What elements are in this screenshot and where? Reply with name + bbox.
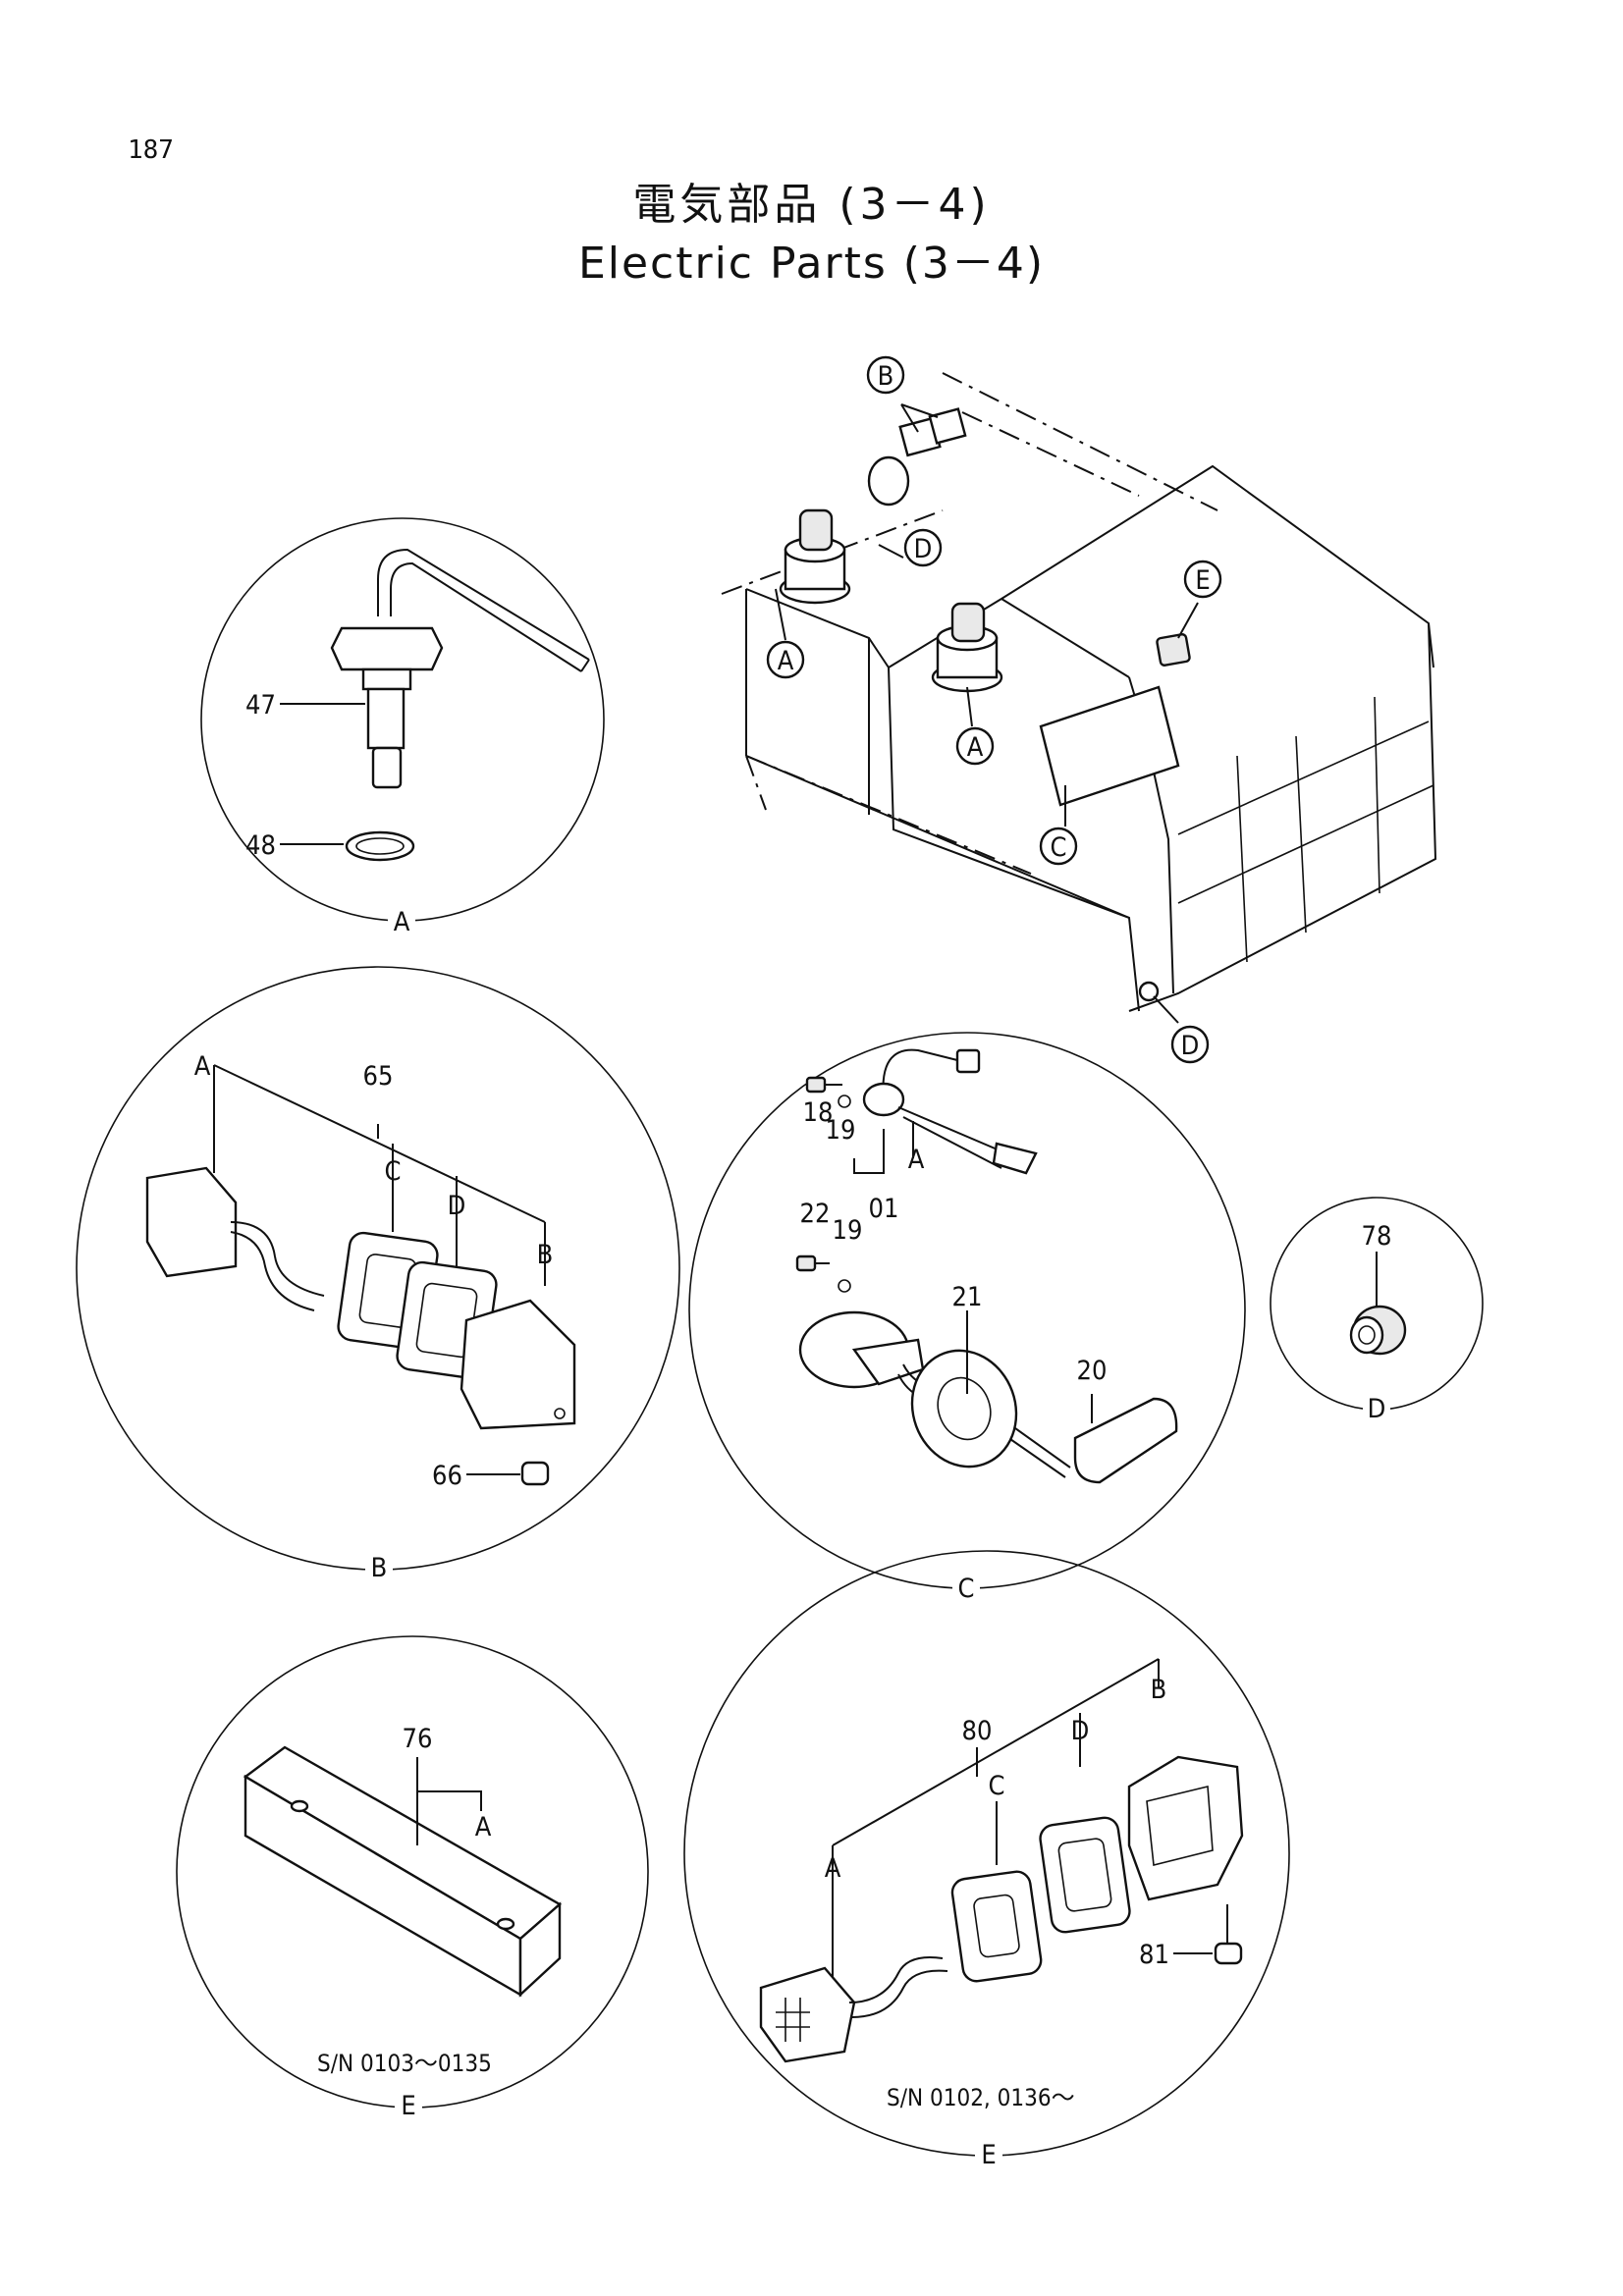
svg-text:A: A xyxy=(967,732,984,763)
callout-b-main: B xyxy=(866,355,905,395)
detail-c-label: C xyxy=(958,1574,975,1604)
detail-e-right-label: E xyxy=(981,2140,996,2170)
detail-e-right-sub-c: C xyxy=(989,1771,1005,1801)
detail-e-right-sub-b: B xyxy=(1151,1675,1167,1705)
detail-a: 47 48 A xyxy=(200,517,605,937)
detail-e-left-label: E xyxy=(401,2091,415,2121)
serial-note-right: S/N 0102, 0136～ xyxy=(887,2084,1075,2111)
svg-text:C: C xyxy=(1051,832,1067,863)
part-78: 78 xyxy=(1362,1221,1392,1252)
part-76: 76 xyxy=(403,1724,433,1754)
callout-d-main-lower: D xyxy=(1170,1025,1210,1064)
detail-b-sub-d: D xyxy=(448,1191,466,1221)
part-18: 18 xyxy=(803,1097,834,1128)
svg-text:D: D xyxy=(914,534,933,564)
part-66: 66 xyxy=(432,1461,462,1491)
part-19-upper: 19 xyxy=(826,1115,856,1146)
page-number: 187 xyxy=(128,135,174,165)
part-47: 47 xyxy=(245,690,276,721)
svg-text:B: B xyxy=(878,361,894,392)
detail-b-label: B xyxy=(371,1553,388,1583)
callout-d-main-upper: D xyxy=(903,528,943,567)
detail-e-left-sub-a: A xyxy=(475,1812,492,1842)
callout-a-main-right: A xyxy=(955,726,995,766)
svg-text:D: D xyxy=(1181,1031,1200,1061)
detail-d-label: D xyxy=(1368,1394,1386,1424)
detail-b-sub-b: B xyxy=(537,1240,554,1270)
main-machine-view xyxy=(721,372,1437,1024)
detail-e-right-sub-d: D xyxy=(1071,1716,1090,1746)
callout-c-main: C xyxy=(1039,827,1078,866)
part-21: 21 xyxy=(952,1282,983,1312)
detail-b-sub-c: C xyxy=(385,1156,402,1187)
detail-c: 18 19 01 A 22 19 21 20 C xyxy=(688,1032,1246,1604)
detail-b-sub-a: A xyxy=(194,1051,211,1082)
page-title-english: Electric Parts (3－4) xyxy=(577,239,1046,289)
serial-note-left: S/N 0103～0135 xyxy=(317,2050,492,2077)
detail-b: A 65 C D B 66 B xyxy=(76,966,680,1583)
detail-c-sub-a: A xyxy=(908,1145,925,1175)
svg-text:A: A xyxy=(778,646,794,676)
detail-e-right-sub-a: A xyxy=(825,1853,841,1884)
detail-d: 78 D xyxy=(1270,1197,1484,1424)
part-20: 20 xyxy=(1077,1356,1108,1386)
part-65: 65 xyxy=(363,1061,394,1092)
page-title-japanese: 電気部品 (3－4) xyxy=(632,180,991,230)
part-22: 22 xyxy=(800,1199,831,1229)
callout-a-main-left: A xyxy=(766,640,805,679)
part-81: 81 xyxy=(1139,1940,1169,1970)
part-48: 48 xyxy=(245,830,276,861)
detail-e-right: 80 C D B A 81 S/N 0102, 0136～ E xyxy=(683,1550,1290,2170)
part-19-lower: 19 xyxy=(833,1215,863,1246)
callout-e-main: E xyxy=(1183,560,1222,599)
svg-text:E: E xyxy=(1195,565,1210,596)
detail-a-label: A xyxy=(394,907,410,937)
detail-e-left: 76 A S/N 0103～0135 E xyxy=(176,1635,649,2121)
part-80: 80 xyxy=(962,1716,993,1746)
part-01: 01 xyxy=(869,1194,899,1224)
